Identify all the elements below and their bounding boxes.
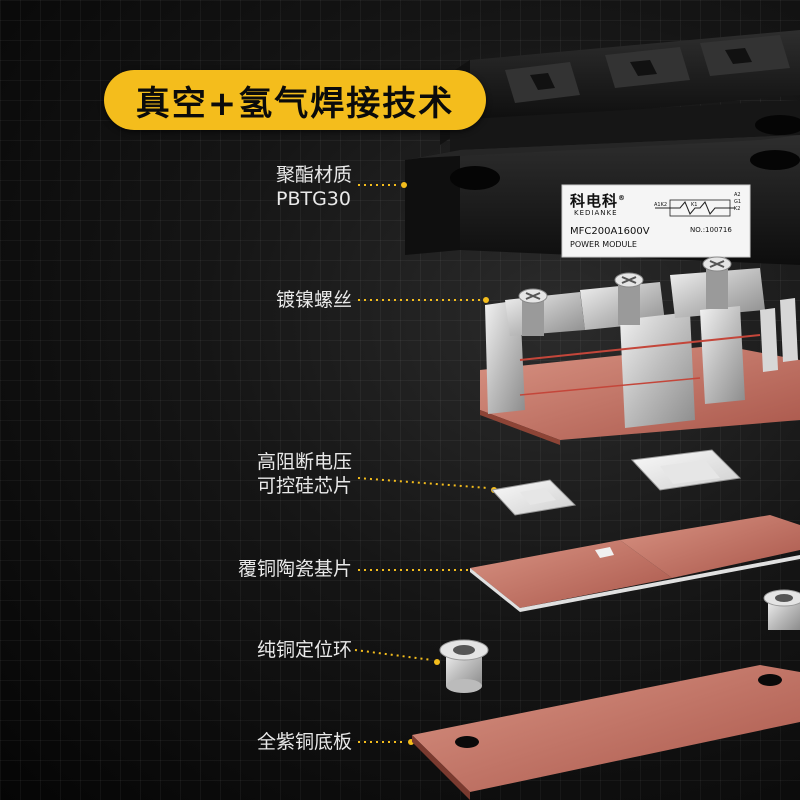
page-title: 真空+氢气焊接技术 [135,83,455,124]
screw-3 [702,256,732,309]
label-nickel-screws: 镀镍螺丝 [276,288,352,312]
pin-label-k1: K1 [691,202,698,208]
label-chips-line2: 可控硅芯片 [256,475,352,497]
label-ceramic-substrate: 覆铜陶瓷基片 [238,557,352,581]
label-positioning-ring: 纯铜定位环 [257,638,352,662]
screw-2 [614,272,644,325]
pin-label-g1: G1 [734,199,742,205]
ceramic-substrate [470,515,800,612]
leader-ring [354,649,433,661]
label-ceramic-line1: 覆铜陶瓷基片 [237,558,352,580]
label-thyristor-chips: 高阻断电压 可控硅芯片 [257,450,352,498]
title-badge: 真空+氢气焊接技术 [104,70,486,130]
label-chips-line1: 高阻断电压 [256,451,352,473]
label-housing-line2: PBTG30 [275,188,351,210]
label-baseplate-line1: 全紫铜底板 [256,731,352,753]
screw-1 [518,288,548,336]
module-nameplate: 科电科® KEDIANKE A1K2 K1 A2 G1 K2 MFC200A16… [566,188,746,254]
module-type: POWER MODULE [570,240,637,249]
pin-label-k2: K2 [734,206,741,212]
copper-baseplate [412,665,800,800]
label-housing-line1: 聚酯材质 [275,164,352,186]
label-ring-line1: 纯铜定位环 [256,639,352,661]
registered-mark: ® [618,194,627,202]
label-housing-material: 聚酯材质 PBTG30 [276,163,352,211]
housing-body [405,135,800,265]
model-number: MFC200A1600V [570,226,650,237]
brand-name: 科电科 [570,192,619,210]
pin-label-a2: A2 [734,192,741,198]
thyristor-chips [491,449,742,516]
internal-assembly [480,256,800,445]
label-copper-baseplate: 全紫铜底板 [257,730,352,754]
serial-number: NO.:100716 [690,226,732,234]
pin-label-a1k2: A1K2 [654,202,668,208]
leader-chips [357,477,489,489]
copper-positioning-rings [439,589,800,693]
brand-en: KEDIANKE [574,209,618,217]
label-screws-line1: 镀镍螺丝 [275,289,352,311]
